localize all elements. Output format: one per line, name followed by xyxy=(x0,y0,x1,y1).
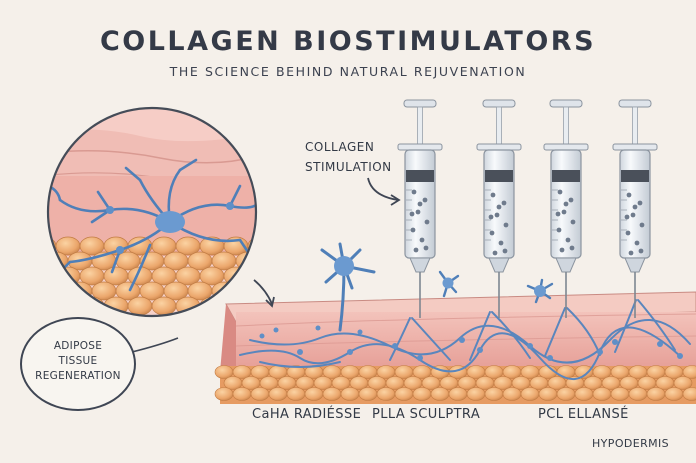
product-label-pcl: PCL ELLANSÉ xyxy=(538,407,629,422)
fat-cell xyxy=(502,387,522,401)
fat-cell xyxy=(151,296,177,316)
fat-cell xyxy=(286,387,306,401)
fat-cell xyxy=(48,296,57,316)
fat-cell xyxy=(48,281,69,301)
fat-cell xyxy=(430,387,450,401)
fat-cell xyxy=(682,387,696,401)
stimulation-arrow xyxy=(367,177,399,201)
stimulation-arrowhead xyxy=(390,194,401,206)
adipose-callout-bubble xyxy=(20,317,136,411)
product-label-plla: PLLA SCULPTRA xyxy=(372,407,481,422)
fat-cell xyxy=(376,387,396,401)
fat-cell xyxy=(556,387,576,401)
fat-cell xyxy=(340,387,360,401)
fat-cell xyxy=(484,387,504,401)
collagen-nodes xyxy=(259,325,683,361)
fibroblast-small-b-body xyxy=(534,285,546,297)
adipose-callout-text: ADIPOSE TISSUE REGENERATION xyxy=(20,339,136,384)
adipose-line-3: REGENERATION xyxy=(35,370,121,382)
fat-cell xyxy=(664,387,684,401)
fat-cell xyxy=(673,376,693,390)
fat-cell xyxy=(448,387,468,401)
fibroblast-nucleus xyxy=(334,256,354,276)
collagen-network xyxy=(239,299,691,380)
fat-cell xyxy=(211,281,237,301)
fat-cell xyxy=(682,365,696,379)
syringes xyxy=(397,99,658,318)
fat-cell xyxy=(322,387,342,401)
fat-cell xyxy=(412,387,432,401)
fat-cell xyxy=(610,387,630,401)
page-title: COLLAGEN BIOSTIMULATORS xyxy=(99,26,597,57)
fat-cell xyxy=(520,387,540,401)
adipose-connector xyxy=(131,337,179,353)
fat-cell xyxy=(214,387,234,401)
hypodermis-fat-cells xyxy=(214,365,696,401)
magnified-view xyxy=(46,106,258,318)
fat-cell xyxy=(646,387,666,401)
adipose-line-1: ADIPOSE xyxy=(53,340,103,352)
fat-cell xyxy=(466,387,486,401)
fat-cell xyxy=(235,281,256,301)
fat-cell xyxy=(538,387,558,401)
fibroblast-small-a-body xyxy=(442,277,454,289)
syringe xyxy=(476,99,522,318)
fat-cell xyxy=(592,387,612,401)
callout-line-1: COLLAGEN xyxy=(305,140,375,154)
fat-cell xyxy=(250,387,270,401)
magnify-connector-arrowhead xyxy=(265,296,275,308)
fat-cell xyxy=(304,387,324,401)
product-label-caha: CaHA RADIÉSSE xyxy=(252,407,362,422)
fat-cell xyxy=(55,296,81,316)
fat-cell xyxy=(79,296,105,316)
fat-cell xyxy=(628,387,648,401)
hypodermis-label: HYPODERMIS xyxy=(592,437,670,450)
fat-cell xyxy=(48,266,57,286)
page-subtitle: THE SCIENCE BEHIND NATURAL REJUVENATION xyxy=(169,64,527,79)
fat-cell xyxy=(127,296,153,316)
syringe xyxy=(612,99,658,318)
fat-cell xyxy=(199,296,225,316)
adipose-line-2: TISSUE xyxy=(58,355,98,367)
fat-cell xyxy=(232,387,252,401)
fat-cell xyxy=(574,387,594,401)
syringe xyxy=(397,99,443,318)
fat-cell xyxy=(394,387,414,401)
syringe xyxy=(543,99,589,318)
fat-cell xyxy=(247,266,256,286)
fat-cell xyxy=(268,387,288,401)
magnify-connector-arrow xyxy=(253,279,273,305)
callout-line-2: STIMULATION xyxy=(305,160,392,174)
collagen-stimulation-callout: COLLAGEN STIMULATION xyxy=(305,137,392,177)
fat-cell xyxy=(67,281,93,301)
fat-cell xyxy=(358,387,378,401)
